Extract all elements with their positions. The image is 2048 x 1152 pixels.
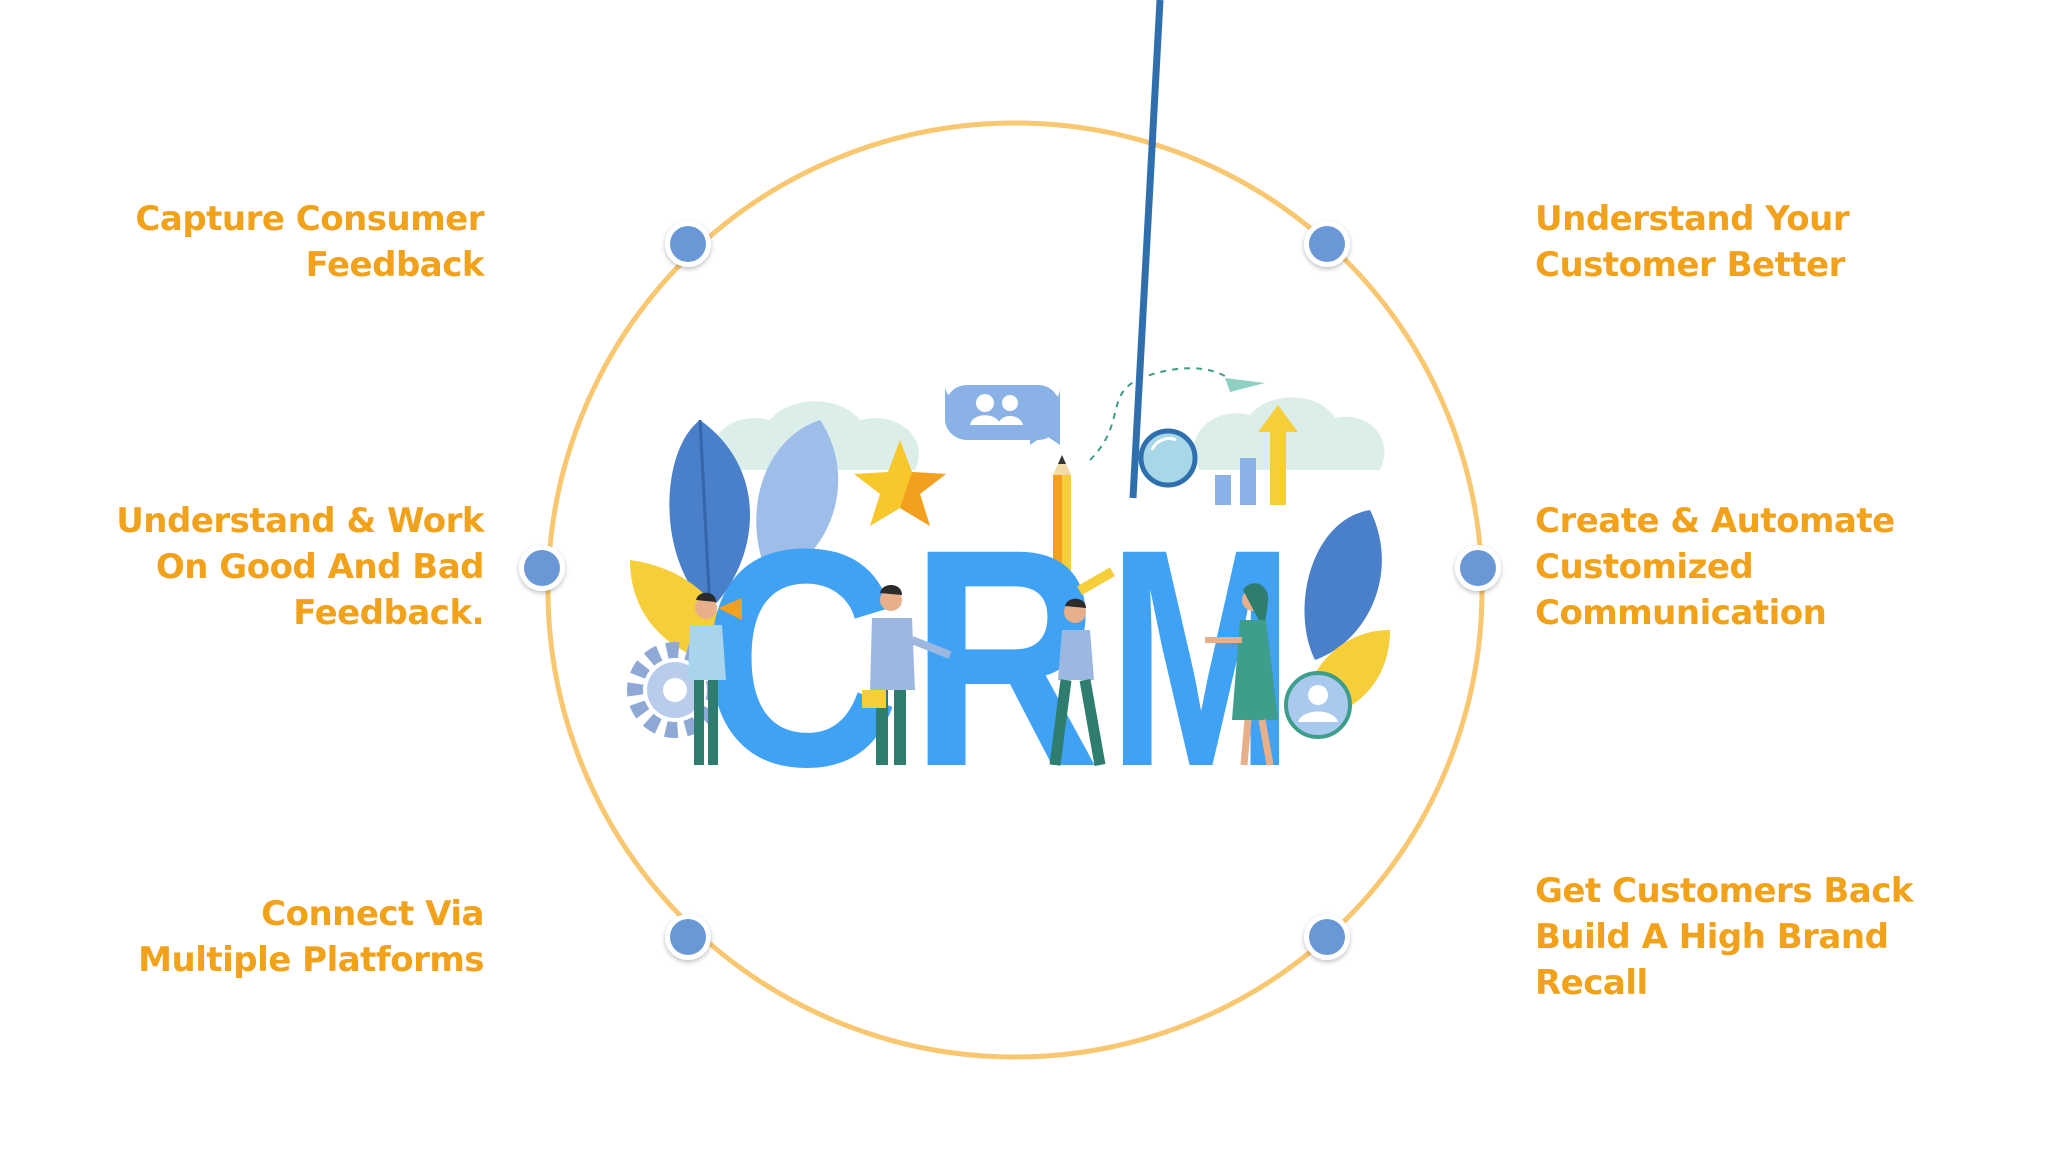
label-bottom-left: Connect Via Multiple Platforms xyxy=(44,891,484,983)
leaf-light-left xyxy=(756,420,839,580)
paper-plane-icon xyxy=(1225,378,1265,392)
label-line: Recall xyxy=(1535,963,1648,1003)
label-line: Connect Via xyxy=(261,894,484,934)
search-icon xyxy=(1129,0,1198,499)
crm-letters: C R M xyxy=(700,484,1294,831)
paper-plane-path xyxy=(1089,367,1231,461)
label-line: Feedback xyxy=(305,245,485,285)
label-line: On Good And Bad xyxy=(155,547,485,587)
label-line: Understand Your xyxy=(1535,199,1850,239)
label-top-left: Capture Consumer Feedback xyxy=(44,196,484,288)
label-line: Feedback. xyxy=(293,593,484,633)
node-middle-right xyxy=(1455,545,1501,591)
label-line: Multiple Platforms xyxy=(138,940,484,980)
label-middle-right: Create & Automate Customized Communicati… xyxy=(1535,498,1995,636)
node-middle-left xyxy=(519,545,565,591)
cloud-right xyxy=(1193,397,1385,470)
crm-letter-c: C xyxy=(700,484,900,831)
label-line: Build A High Brand xyxy=(1535,917,1889,957)
label-line: Get Customers Back xyxy=(1535,871,1914,911)
crm-illustration: C R M xyxy=(627,0,1390,831)
users-chat-icon xyxy=(945,385,1060,445)
node-top-right xyxy=(1304,221,1350,267)
node-top-left xyxy=(665,221,711,267)
label-line: Customer Better xyxy=(1535,245,1845,285)
label-middle-left: Understand & Work On Good And Bad Feedba… xyxy=(44,498,484,636)
label-line: Communication xyxy=(1535,593,1827,633)
person-presenter xyxy=(1205,583,1278,766)
star-icon xyxy=(854,440,946,526)
person-telescope xyxy=(1049,567,1115,766)
label-line: Create & Automate xyxy=(1535,501,1895,541)
label-line: Understand & Work xyxy=(116,501,484,541)
label-top-right: Understand Your Customer Better xyxy=(1535,196,1995,288)
person-megaphone xyxy=(688,592,742,765)
leaf-dark-left xyxy=(669,420,750,610)
growth-arrow-icon xyxy=(1215,405,1298,505)
label-line: Capture Consumer xyxy=(135,199,484,239)
user-profile-icon xyxy=(1284,671,1352,739)
leaf-dark-right xyxy=(1304,510,1382,660)
person-briefcase xyxy=(862,584,952,765)
node-bottom-left xyxy=(665,914,711,960)
label-line: Customized xyxy=(1535,547,1754,587)
label-bottom-right: Get Customers Back Build A High Brand Re… xyxy=(1535,868,1995,1006)
node-bottom-right xyxy=(1304,914,1350,960)
pencil-icon xyxy=(1053,455,1071,593)
